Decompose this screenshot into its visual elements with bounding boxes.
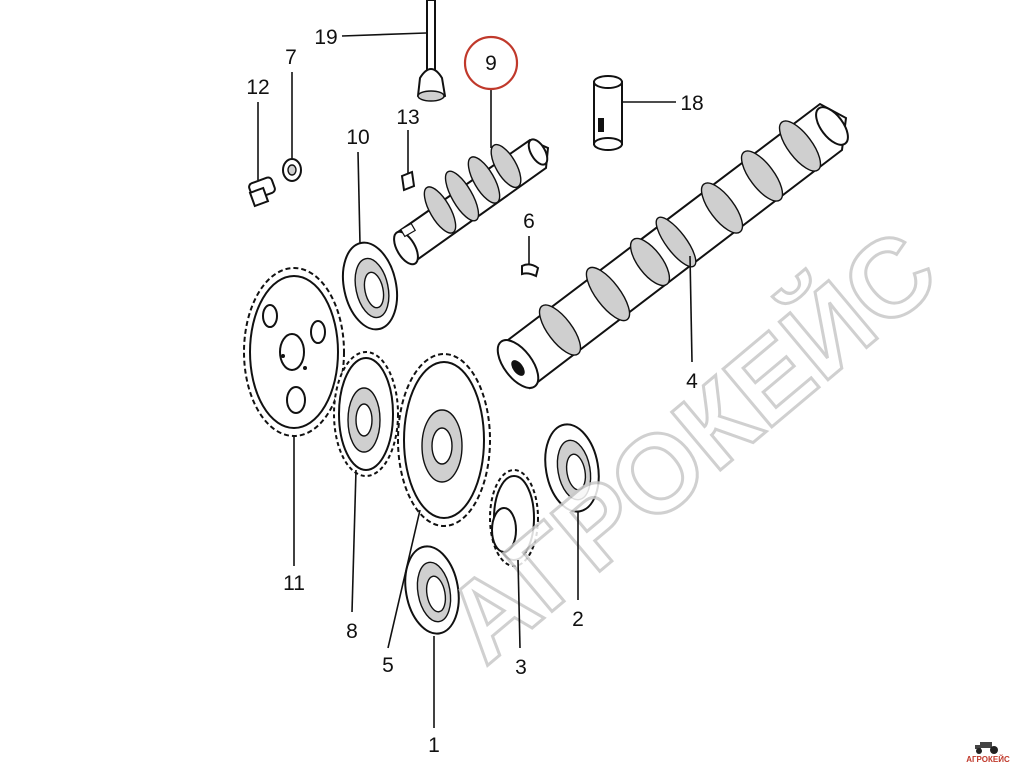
callout-11: 11 <box>283 572 305 595</box>
callout-3: 3 <box>515 656 527 679</box>
part-7-washer <box>282 158 302 182</box>
callout-labels: 19 9 18 12 7 13 10 6 4 11 8 5 3 2 1 <box>246 26 703 757</box>
leader-lines <box>257 32 693 728</box>
part-9-balancer-shaft <box>393 138 550 266</box>
callout-4: 4 <box>686 370 698 393</box>
part-2-bearing <box>544 423 600 513</box>
part-13-key <box>400 170 416 192</box>
part-5-gear <box>397 353 491 527</box>
brand-logo: АГРОКЕЙС <box>958 740 1018 764</box>
callout-2: 2 <box>572 608 584 631</box>
callout-13: 13 <box>396 106 419 129</box>
part-4-camshaft <box>496 102 849 390</box>
callout-19: 19 <box>314 26 337 49</box>
part-10-bearing <box>341 241 399 331</box>
part-18-sleeve <box>593 75 623 151</box>
callout-1: 1 <box>428 734 440 757</box>
callout-5: 5 <box>382 654 394 677</box>
part-12-bolt <box>248 176 276 208</box>
part-8-gear <box>333 351 399 477</box>
part-19-pushrod <box>416 0 447 102</box>
part-6-key <box>521 263 540 278</box>
part-3-small-gear <box>489 469 539 567</box>
logo-text: АГРОКЕЙС <box>966 755 1010 764</box>
callout-18: 18 <box>680 92 703 115</box>
highlight-circle-9 <box>463 35 519 91</box>
callout-9: 9 <box>485 52 497 75</box>
tractor-icon <box>975 742 998 754</box>
callout-7: 7 <box>285 46 297 69</box>
part-11-large-gear <box>243 267 345 437</box>
callout-12: 12 <box>246 76 269 99</box>
callout-10: 10 <box>346 126 369 149</box>
callout-6: 6 <box>523 210 535 233</box>
callout-8: 8 <box>346 620 358 643</box>
part-1-bearing <box>404 545 460 635</box>
